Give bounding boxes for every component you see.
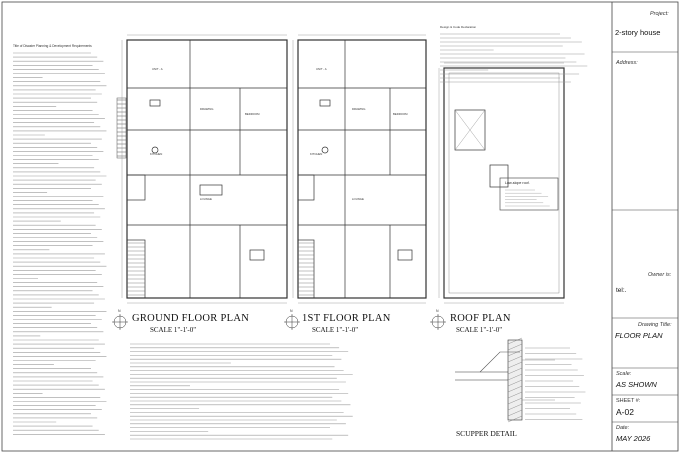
first-floor-labels: UNIT - A DRAWING KITCHEN BEDROOM LOUNGE — [310, 67, 408, 201]
scupper-callouts — [525, 347, 586, 420]
tel-label: tel:. — [616, 287, 627, 294]
north-arrow-roof: N — [430, 309, 446, 330]
roof-plan-scale: SCALE 1"-1'-0" — [456, 326, 503, 334]
ground-plan-scale: SCALE 1"-1'-0" — [150, 326, 197, 334]
first-unit-label: UNIT - A — [316, 67, 327, 71]
drawing-title-label: Drawing Title: — [638, 322, 672, 328]
wall-hatch — [507, 379, 523, 387]
right-notes-title: Design & Code Declaration — [440, 25, 477, 29]
ground-bedroom-label: BEDROOM — [245, 112, 260, 116]
wall-hatch — [507, 409, 523, 417]
wall-hatch — [507, 391, 523, 399]
wall-hatch — [507, 355, 523, 363]
ground-lounge-label: LOUNGE — [200, 197, 212, 201]
scale-value: AS SHOWN — [616, 380, 657, 389]
first-plan-scale: SCALE 1"-1'-0" — [312, 326, 359, 334]
scupper-detail — [455, 337, 555, 423]
ground-floor-labels: UNIT - A DRAWING KITCHEN BEDROOM LOUNGE — [150, 67, 260, 201]
north-arrow-ground: N — [112, 309, 128, 330]
right-notes-lines — [440, 33, 588, 83]
left-notes-block: Title of Disaster Planning & Development… — [13, 44, 107, 435]
north-arrow-first-n: N — [290, 309, 293, 313]
wall-hatch — [507, 415, 523, 423]
drawing-title-value: FLOOR PLAN — [615, 331, 663, 340]
first-bedroom-label: BEDROOM — [393, 112, 408, 116]
roof-note-lines — [505, 189, 550, 207]
roof-plan — [438, 62, 565, 304]
project-value: 2-story house — [615, 28, 661, 37]
scupper-detail-title: SCUPPER DETAIL — [456, 429, 517, 438]
wall-hatch — [507, 397, 523, 405]
wall-hatch — [507, 385, 523, 393]
wall-hatch — [507, 361, 523, 369]
ground-unit-label: UNIT - A — [152, 67, 163, 71]
north-arrow-roof-n: N — [436, 309, 439, 313]
first-floor-plan — [292, 34, 427, 304]
north-arrow-ground-n: N — [118, 309, 121, 313]
external-stair — [116, 97, 127, 159]
roof-plan-title: ROOF PLAN — [450, 313, 511, 324]
roof-note: Low-slope roof. — [505, 181, 530, 185]
left-notes-lines — [13, 52, 107, 435]
wall-hatch — [507, 343, 523, 351]
scale-label: Scale: — [616, 371, 632, 377]
owner-label: Owner is: — [648, 272, 672, 278]
first-drawing-label: DRAWING — [352, 107, 365, 111]
first-lounge-label: LOUNGE — [352, 197, 364, 201]
ground-plan-title: GROUND FLOOR PLAN — [132, 313, 250, 324]
wall-hatch — [507, 367, 523, 375]
first-plan-title: 1ST FLOOR PLAN — [302, 313, 391, 324]
wall-hatch — [507, 403, 523, 411]
date-label: Date: — [616, 425, 630, 431]
date-value: MAY 2026 — [616, 434, 651, 443]
first-kitchen-label: KITCHEN — [310, 152, 322, 156]
wall-hatch — [507, 337, 523, 345]
sheet-label: SHEET #: — [616, 398, 641, 404]
title-block-rows — [612, 51, 678, 423]
ground-floor-plan — [121, 34, 288, 304]
wall-hatch — [507, 373, 523, 381]
project-label: Project: — [650, 11, 669, 17]
ground-drawing-label: DRAWING — [200, 107, 213, 111]
ground-kitchen-label: KITCHEN — [150, 152, 162, 156]
sheet-value: A-02 — [616, 407, 634, 417]
left-notes-title: Title of Disaster Planning & Development… — [13, 44, 92, 48]
wall-hatch — [507, 349, 523, 357]
address-label: Address: — [616, 60, 638, 66]
north-arrow-first: N — [284, 309, 300, 330]
bottom-notes-lines — [130, 343, 353, 440]
